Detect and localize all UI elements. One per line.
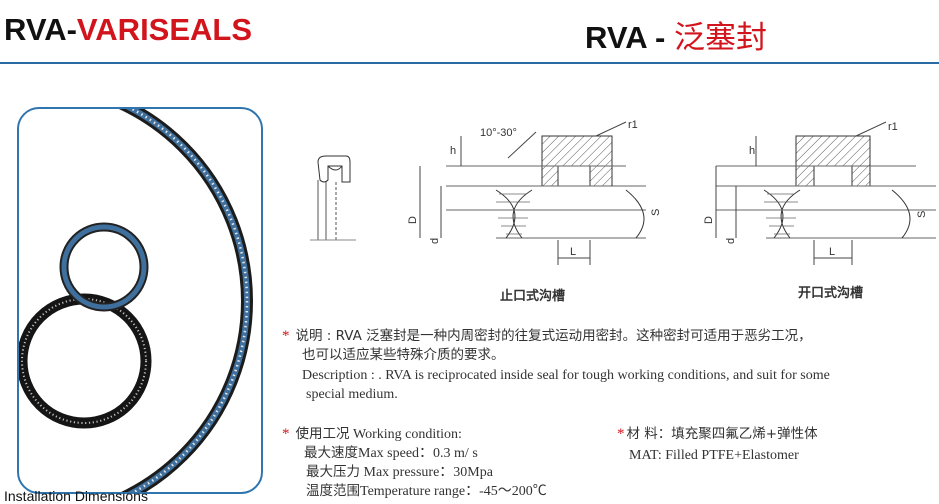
material-en: MAT: Filled PTFE+Elastomer	[629, 448, 799, 463]
large-ring-spring	[19, 109, 249, 492]
asterisk-icon: *	[282, 426, 290, 442]
asterisk-icon: *	[282, 328, 290, 344]
S-label-left: S	[650, 209, 662, 216]
description-en-line1: Description : . RVA is reciprocated insi…	[302, 368, 830, 383]
title-cn-prefix: RVA -	[585, 20, 674, 55]
seal-profile	[310, 155, 356, 241]
open-groove	[715, 121, 936, 265]
S-label-right: S	[916, 211, 928, 218]
description-en-line2: special medium.	[306, 387, 398, 402]
d-label-left: d	[429, 238, 441, 244]
product-photo	[17, 107, 263, 494]
r1-label-right: r1	[888, 121, 898, 133]
temperature-range: 温度范围Temperature range：-45～200℃	[306, 483, 547, 499]
page-title-en: RVA-VARISEALS	[4, 12, 252, 48]
asterisk-icon: *	[617, 426, 625, 442]
installation-dimensions-heading: Installation Dimensions	[4, 488, 148, 504]
angle-label: 10°-30°	[480, 127, 517, 139]
black-ring-spring	[21, 298, 147, 424]
caption-closed-groove: 止口式沟槽	[500, 289, 566, 304]
L-label-right: L	[829, 246, 835, 258]
description-cn-line2: 也可以适应某些特殊介质的要求。	[302, 347, 505, 363]
h-label-left: h	[450, 145, 456, 157]
r1-label-left: r1	[628, 119, 638, 131]
title-prefix: RVA-	[4, 12, 77, 47]
max-pressure: 最大压力 Max pressure：30Mpa	[306, 464, 493, 480]
groove-drawing: 10°-30° r1 r1 h h D D d d S S L L	[296, 110, 939, 315]
title-cn-accent: 泛塞封	[674, 20, 767, 56]
L-label-left: L	[570, 246, 576, 258]
description-cn-line1: *说明 : RVA 泛塞封是一种内周密封的往复式运动用密封。这种密封可适用于恶劣…	[282, 328, 812, 344]
header-divider	[0, 62, 939, 64]
D-label-left: D	[407, 216, 419, 224]
page-title-cn: RVA - 泛塞封	[585, 12, 767, 57]
closed-groove	[419, 121, 646, 265]
max-speed: 最大速度Max speed：0.3 m/ s	[304, 445, 478, 461]
small-ring-blue	[61, 224, 147, 310]
working-heading: *使用工况 Working condition:	[282, 426, 462, 442]
d-label-right: d	[725, 238, 737, 244]
D-label-right: D	[703, 216, 715, 224]
caption-open-groove: 开口式沟槽	[798, 286, 864, 301]
material-cn: *材 料：填充聚四氟乙烯+弹性体	[617, 426, 818, 442]
black-ring	[19, 293, 152, 429]
h-label-right: h	[749, 145, 755, 157]
title-accent: VARISEALS	[76, 12, 253, 47]
